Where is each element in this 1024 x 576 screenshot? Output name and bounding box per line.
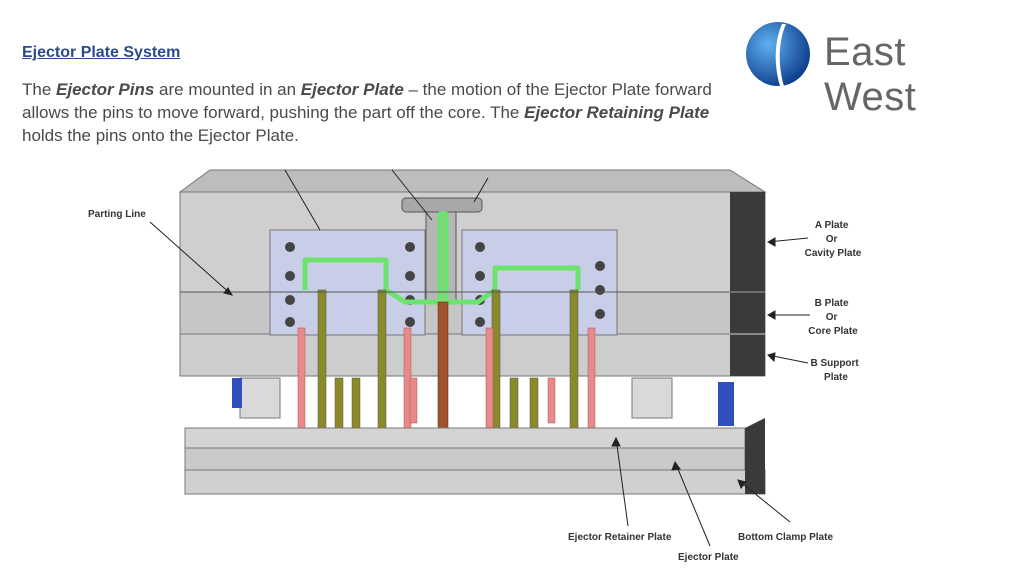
body-part-3: – the motion of the Ejector Plate forwar…: [22, 80, 712, 122]
leader-lines: [149, 169, 810, 547]
ejector-plate: [184, 447, 746, 471]
label-a-plate-line-3: Cavity Plate: [805, 248, 862, 259]
return-pins: [317, 289, 579, 436]
east-west-logo-icon: [746, 22, 810, 86]
label-parting-line: Parting Line: [88, 209, 146, 220]
label-b-plate: B Plate Or Core Plate: [808, 298, 858, 337]
a-plate-top-face: [178, 169, 767, 193]
right-side-face: [730, 192, 765, 376]
b-support-plate: [179, 333, 766, 377]
cavity-right: [461, 229, 618, 336]
label-a-plate: A Plate Or Cavity Plate: [805, 220, 862, 259]
sprue-puller: [437, 301, 449, 438]
bottom-side-face: [745, 418, 765, 494]
ejector-retainer-plate: [184, 427, 746, 449]
mold-diagram: Parting Line A Plate Or Cavity Plate B P…: [88, 169, 862, 563]
springs: [232, 378, 734, 426]
east-west-logo: East West: [744, 18, 1004, 119]
support-pillars: [239, 377, 673, 419]
body-part-2: are mounted in an: [154, 80, 301, 99]
body-part-1: The: [22, 80, 57, 99]
bottom-clamp-plate: [184, 469, 766, 495]
cavity-left: [269, 229, 426, 336]
body-em-ejector-pins: Ejector Pins: [56, 80, 155, 99]
body-part-4: holds the pins onto the Ejector Plate.: [22, 126, 299, 145]
label-ejector-retainer-plate: Ejector Retainer Plate: [568, 532, 672, 543]
label-b-support-line-1: B Support: [810, 358, 859, 369]
label-a-plate-line-1: A Plate: [815, 220, 849, 231]
molded-part: [302, 211, 581, 305]
body-em-ejector-retaining-plate: Ejector Retaining Plate: [524, 103, 710, 122]
label-b-support: B Support Plate: [810, 358, 861, 383]
label-b-plate-line-3: Core Plate: [808, 326, 858, 337]
label-a-plate-line-2: Or: [826, 234, 838, 245]
body-em-ejector-plate: Ejector Plate: [300, 80, 404, 99]
label-b-plate-line-2: Or: [826, 312, 838, 323]
label-ejector-plate: Ejector Plate: [678, 552, 739, 563]
slide-body: The Ejector Pins are mounted in an Eject…: [22, 78, 742, 147]
label-b-support-line-2: Plate: [824, 372, 848, 383]
logo-text: East West: [824, 30, 917, 119]
slide-heading: Ejector Plate System: [22, 44, 181, 61]
label-bottom-clamp-plate: Bottom Clamp Plate: [738, 532, 833, 543]
label-b-plate-line-1: B Plate: [815, 298, 849, 309]
